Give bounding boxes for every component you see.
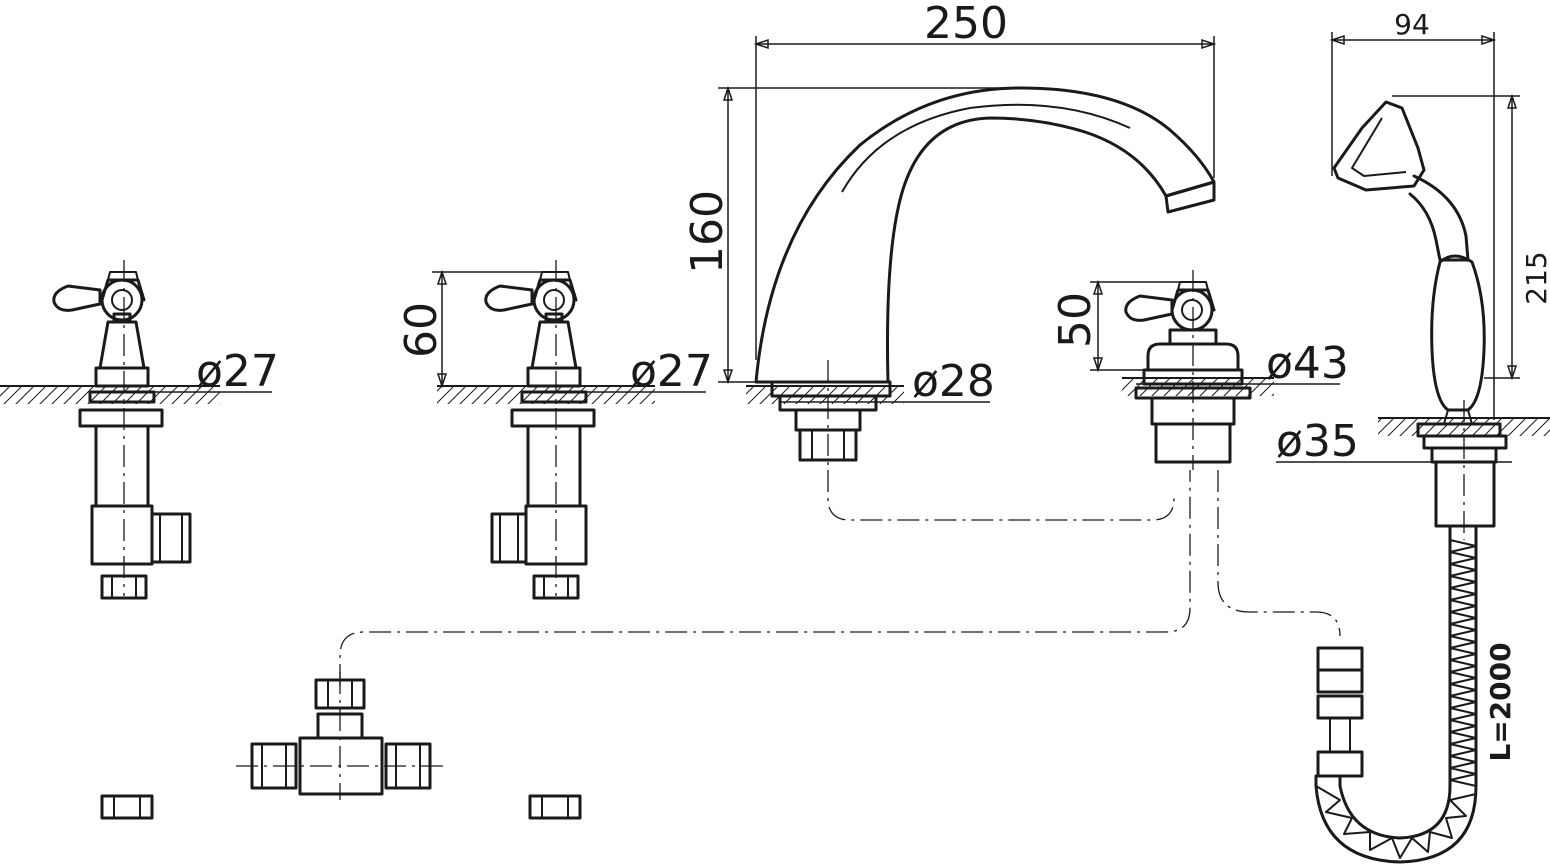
pipe-diverter-hose [1216,460,1342,652]
spout-body [754,86,1216,384]
hand-shower [1332,100,1508,540]
tee-connector [236,672,444,800]
valve-left [52,260,192,820]
shower-head [1332,100,1426,192]
valve-center [484,260,596,820]
pipe-long-supply [338,460,1192,688]
bath-spout [754,86,1216,470]
dim-diverter-height: 50 [1050,292,1101,348]
dim-shower-head-width: 94 [1394,8,1430,41]
pipe-spout-diverter [826,456,1176,522]
dim-diverter-diameter: ø43 [1266,338,1349,389]
shower-hose [1314,524,1478,864]
dim-valve-left-diameter: ø27 [196,346,279,397]
dim-spout-width: 250 [924,0,1008,49]
pipe-network [122,456,1342,794]
lever-handle-icon [1124,294,1174,322]
lever-handle-icon [484,284,534,312]
lever-handle-icon [52,284,102,312]
dim-valve-center-height: 60 [396,302,447,358]
dim-valve-center-diameter: ø27 [630,346,713,397]
dimension-lines [90,32,1520,463]
dim-shower-holder-diameter: ø35 [1276,416,1359,467]
dim-hose-length: L=2000 [1484,642,1517,761]
dim-shower-height: 215 [1520,251,1550,304]
dimension-labels: 250 160 ø28 ø27 60 ø27 50 ø43 94 215 ø35… [196,0,1550,762]
shower-handle [1430,254,1486,412]
dim-spout-diameter: ø28 [912,356,995,407]
dim-spout-height: 160 [682,190,733,274]
diverter-valve [1124,270,1252,470]
deck-section-left [0,386,220,404]
deck-section-center [437,386,655,404]
